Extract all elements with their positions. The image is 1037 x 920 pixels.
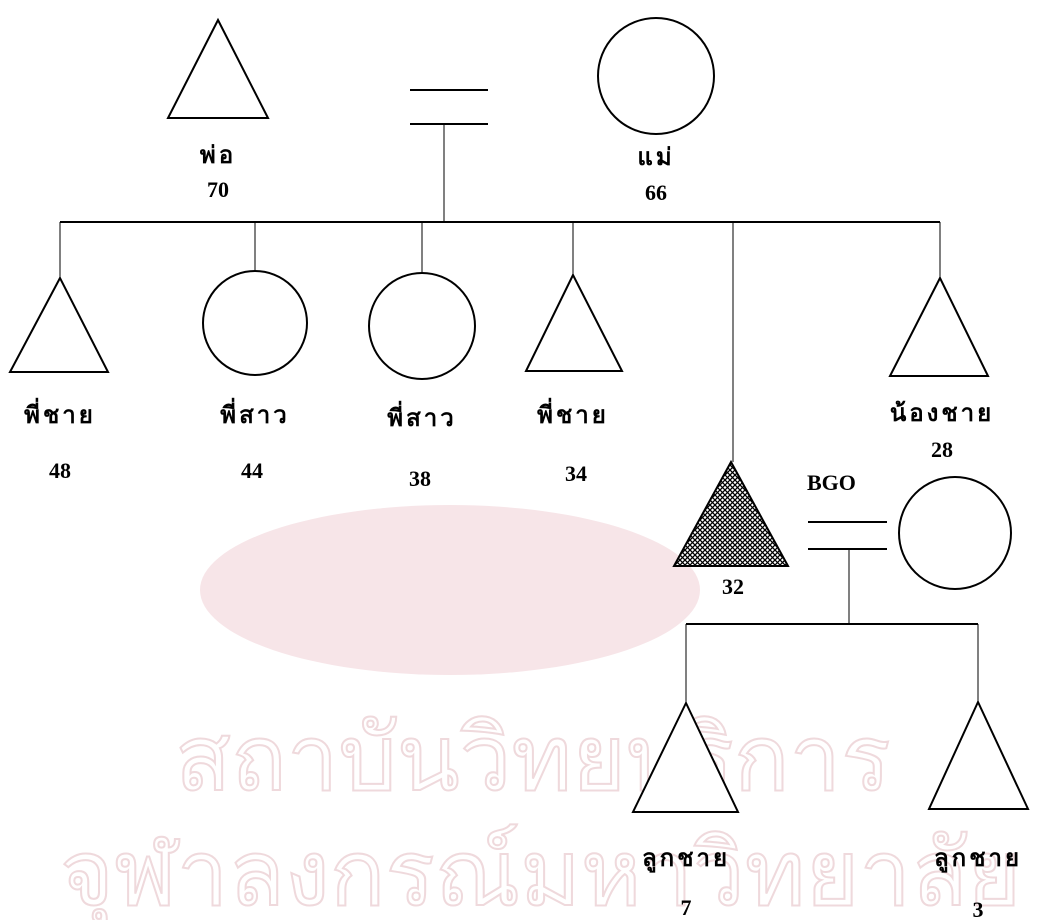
sibling-1-male-symbol <box>8 275 110 373</box>
child-1-age: 7 <box>681 895 692 920</box>
mother-age: 66 <box>645 180 667 205</box>
sibling-4-age: 34 <box>565 461 587 486</box>
sibling-3: พี่สาว 38 <box>368 272 476 491</box>
watermark-line2: จุฬาลงกรณ์มหาวิทยาลัย <box>60 823 1021 920</box>
sibling-2: พี่สาว 44 <box>202 270 308 483</box>
father-relation-label: พ่อ <box>200 142 236 169</box>
child-2-age: 3 <box>973 897 984 920</box>
child-1-relation-label: ลูกชาย <box>642 845 730 873</box>
sibling-3-relation-label: พี่สาว <box>387 400 456 432</box>
mother-female-symbol <box>597 17 715 135</box>
proband-age: 32 <box>722 574 744 599</box>
sibling-4-male-symbol <box>524 272 624 372</box>
mother: แม่ 66 <box>597 17 715 205</box>
child-2-male-symbol <box>927 699 1030 810</box>
sibling-2-relation-label: พี่สาว <box>220 397 289 429</box>
mother-relation-label: แม่ <box>637 144 674 171</box>
child-1-male-symbol <box>631 700 740 813</box>
proband: 32 <box>672 459 790 599</box>
child-2: ลูกชาย 3 <box>927 699 1030 920</box>
sibling-2-female-symbol <box>202 270 308 376</box>
sibling-1-relation-label: พี่ชาย <box>24 397 96 429</box>
father-age: 70 <box>207 177 229 202</box>
sibling-2-age: 44 <box>241 458 263 483</box>
sibling-5: น้องชาย 28 <box>888 275 994 462</box>
father-male-symbol <box>166 17 270 119</box>
marriage-parents <box>410 89 488 222</box>
child-2-relation-label: ลูกชาย <box>934 845 1022 873</box>
watermark: สถาบันวิทยบริการ จุฬาลงกรณ์มหาวิทยาลัย <box>59 505 1022 920</box>
proband-affected-male-symbol <box>672 459 790 567</box>
sibling-4-relation-label: พี่ชาย <box>537 397 609 429</box>
sibling-4: พี่ชาย 34 <box>524 272 624 486</box>
child-1: ลูกชาย 7 <box>631 700 740 920</box>
marriage-label: BGO <box>807 470 856 495</box>
watermark-emblem <box>200 505 700 675</box>
marriage-proband: BGO <box>807 470 1012 624</box>
sibling-1: พี่ชาย 48 <box>8 275 110 483</box>
sibling-1-age: 48 <box>49 458 71 483</box>
sibling-5-relation-label: น้องชาย <box>890 400 994 427</box>
father: พ่อ 70 <box>166 17 270 202</box>
sibling-5-age: 28 <box>931 437 953 462</box>
sibling-3-age: 38 <box>409 466 431 491</box>
watermark-line1: สถาบันวิทยบริการ <box>175 708 891 810</box>
spouse-female-symbol <box>898 476 1012 590</box>
sibling-5-male-symbol <box>888 275 990 377</box>
sibling-3-female-symbol <box>368 272 476 380</box>
